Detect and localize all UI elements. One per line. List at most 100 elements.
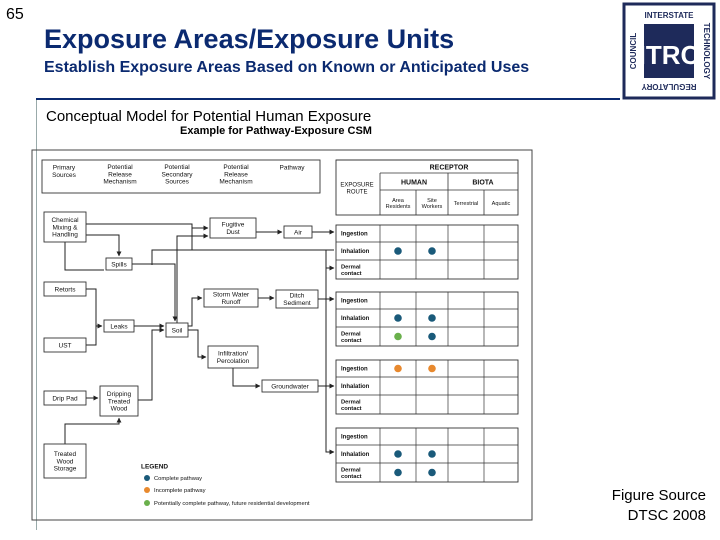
secondary-soil-label: Soil (172, 327, 183, 334)
flow-retorts-to-leaks (86, 288, 103, 329)
legend-potential-dot (144, 500, 150, 506)
route-ingestion: Ingestion (341, 435, 368, 441)
flow-soil-to-fugitive (176, 233, 209, 323)
route-group-box (335, 291, 519, 347)
header-biota: BIOTA (472, 179, 493, 186)
rerelease-fugitive-dust-box (209, 217, 257, 239)
legend-potential-label: Potentially complete pathway, future res… (154, 501, 310, 507)
rerelease-infiltration-box (207, 345, 259, 369)
header-receptor: RECEPTOR (430, 164, 469, 171)
pathway-air-label: Air (294, 229, 303, 236)
source-drip-pad-label: Drip Pad (52, 395, 78, 402)
legend-incomplete-label: Incomplete pathway (154, 488, 206, 494)
figure-source-line1: Figure Source (611, 487, 706, 504)
flow-direct-contact (151, 249, 334, 265)
legend-complete-dot (144, 475, 150, 481)
route-group-box (335, 427, 519, 483)
route-ingestion: Ingestion (341, 367, 368, 373)
receptor-header-box (335, 159, 519, 216)
route-inhalation: Inhalation (341, 384, 370, 390)
route-ingestion: Ingestion (341, 232, 368, 238)
flow-infiltration-to-groundwater (232, 368, 261, 389)
mechanism-spills-label: Spills (111, 261, 127, 268)
pathway-mark-incomplete (394, 364, 402, 373)
header-terrestrial: Terrestrial (454, 201, 479, 207)
svg-text:ITRC: ITRC (639, 40, 700, 70)
conceptual-model-title: Conceptual Model for Potential Human Exp… (46, 108, 372, 125)
source-retorts-box (43, 281, 87, 297)
route-ingestion: Ingestion (341, 299, 368, 305)
source-ust-label: UST (59, 342, 72, 349)
slide-number: 65 (6, 6, 24, 23)
mechanism-dripping-box (99, 385, 139, 417)
legend-title: LEGEND (141, 463, 168, 470)
route-inhalation: Inhalation (341, 316, 370, 322)
pathway-mark-complete (394, 314, 402, 322)
flow-direct-to-lower (325, 250, 335, 455)
figure-source-line2: DTSC 2008 (627, 507, 706, 524)
source-header-box (41, 159, 321, 194)
mechanism-leaks-box (103, 319, 135, 333)
pathway-mark-complete (428, 247, 436, 255)
pathway-mark-complete (428, 468, 436, 477)
secondary-soil-box (165, 322, 189, 338)
route-inhalation: Inhalation (341, 249, 370, 255)
flow-chemical-to-spills (86, 234, 122, 257)
flow-spills-to-soil (132, 263, 178, 322)
pathway-mark-complete (394, 247, 402, 255)
title-divider (36, 98, 620, 100)
flow-chemical-spills (64, 242, 104, 271)
svg-text:TECHNOLOGY: TECHNOLOGY (702, 23, 711, 80)
flow-direct-to-dermal (254, 249, 335, 271)
flow-chemical-to-fugitive (86, 223, 209, 231)
rerelease-infiltration-label: Infiltration/Percolation (217, 351, 250, 365)
svg-text:INTERSTATE: INTERSTATE (644, 11, 694, 20)
source-drip-pad-box (43, 390, 87, 406)
figure-title: Example for Pathway-Exposure CSM (180, 125, 372, 137)
pathway-mark-complete (394, 450, 402, 458)
source-treated-wood-box (43, 443, 87, 479)
source-ust-box (43, 337, 87, 353)
mechanism-leaks-label: Leaks (110, 323, 128, 330)
itrc-logo: ITRC INTERSTATE REGULATORY COUNCIL TECHN… (622, 2, 716, 100)
svg-text:COUNCIL: COUNCIL (629, 33, 638, 70)
figure-source: Figure Source DTSC 2008 (612, 486, 706, 526)
flow-soil-to-infiltration (188, 329, 207, 360)
legend-incomplete-dot (144, 487, 150, 493)
pathway-mark-incomplete (428, 364, 436, 373)
pathway-air-box (283, 225, 313, 239)
route-inhalation: Inhalation (341, 452, 370, 458)
flow-dripping-to-soil (138, 327, 165, 401)
slide-subtitle: Establish Exposure Areas Based on Known … (44, 59, 530, 76)
pathway-mark-potential (394, 332, 402, 341)
header-human: HUMAN (401, 179, 427, 186)
flow-ust-to-leaks (86, 326, 97, 346)
svg-text:REGULATORY: REGULATORY (641, 82, 697, 91)
pathway-mark-complete (428, 314, 436, 322)
header-aquatic: Aquatic (492, 201, 511, 207)
source-retorts-label: Retorts (55, 286, 77, 293)
pathway-groundwater-label: Groundwater (271, 383, 309, 390)
slide-title: Exposure Areas/Exposure Units (44, 24, 455, 54)
route-group-box (335, 359, 519, 415)
header-pathway: Pathway (280, 164, 306, 171)
route-group-box (335, 224, 519, 280)
flow-soil-to-storm (188, 295, 203, 327)
